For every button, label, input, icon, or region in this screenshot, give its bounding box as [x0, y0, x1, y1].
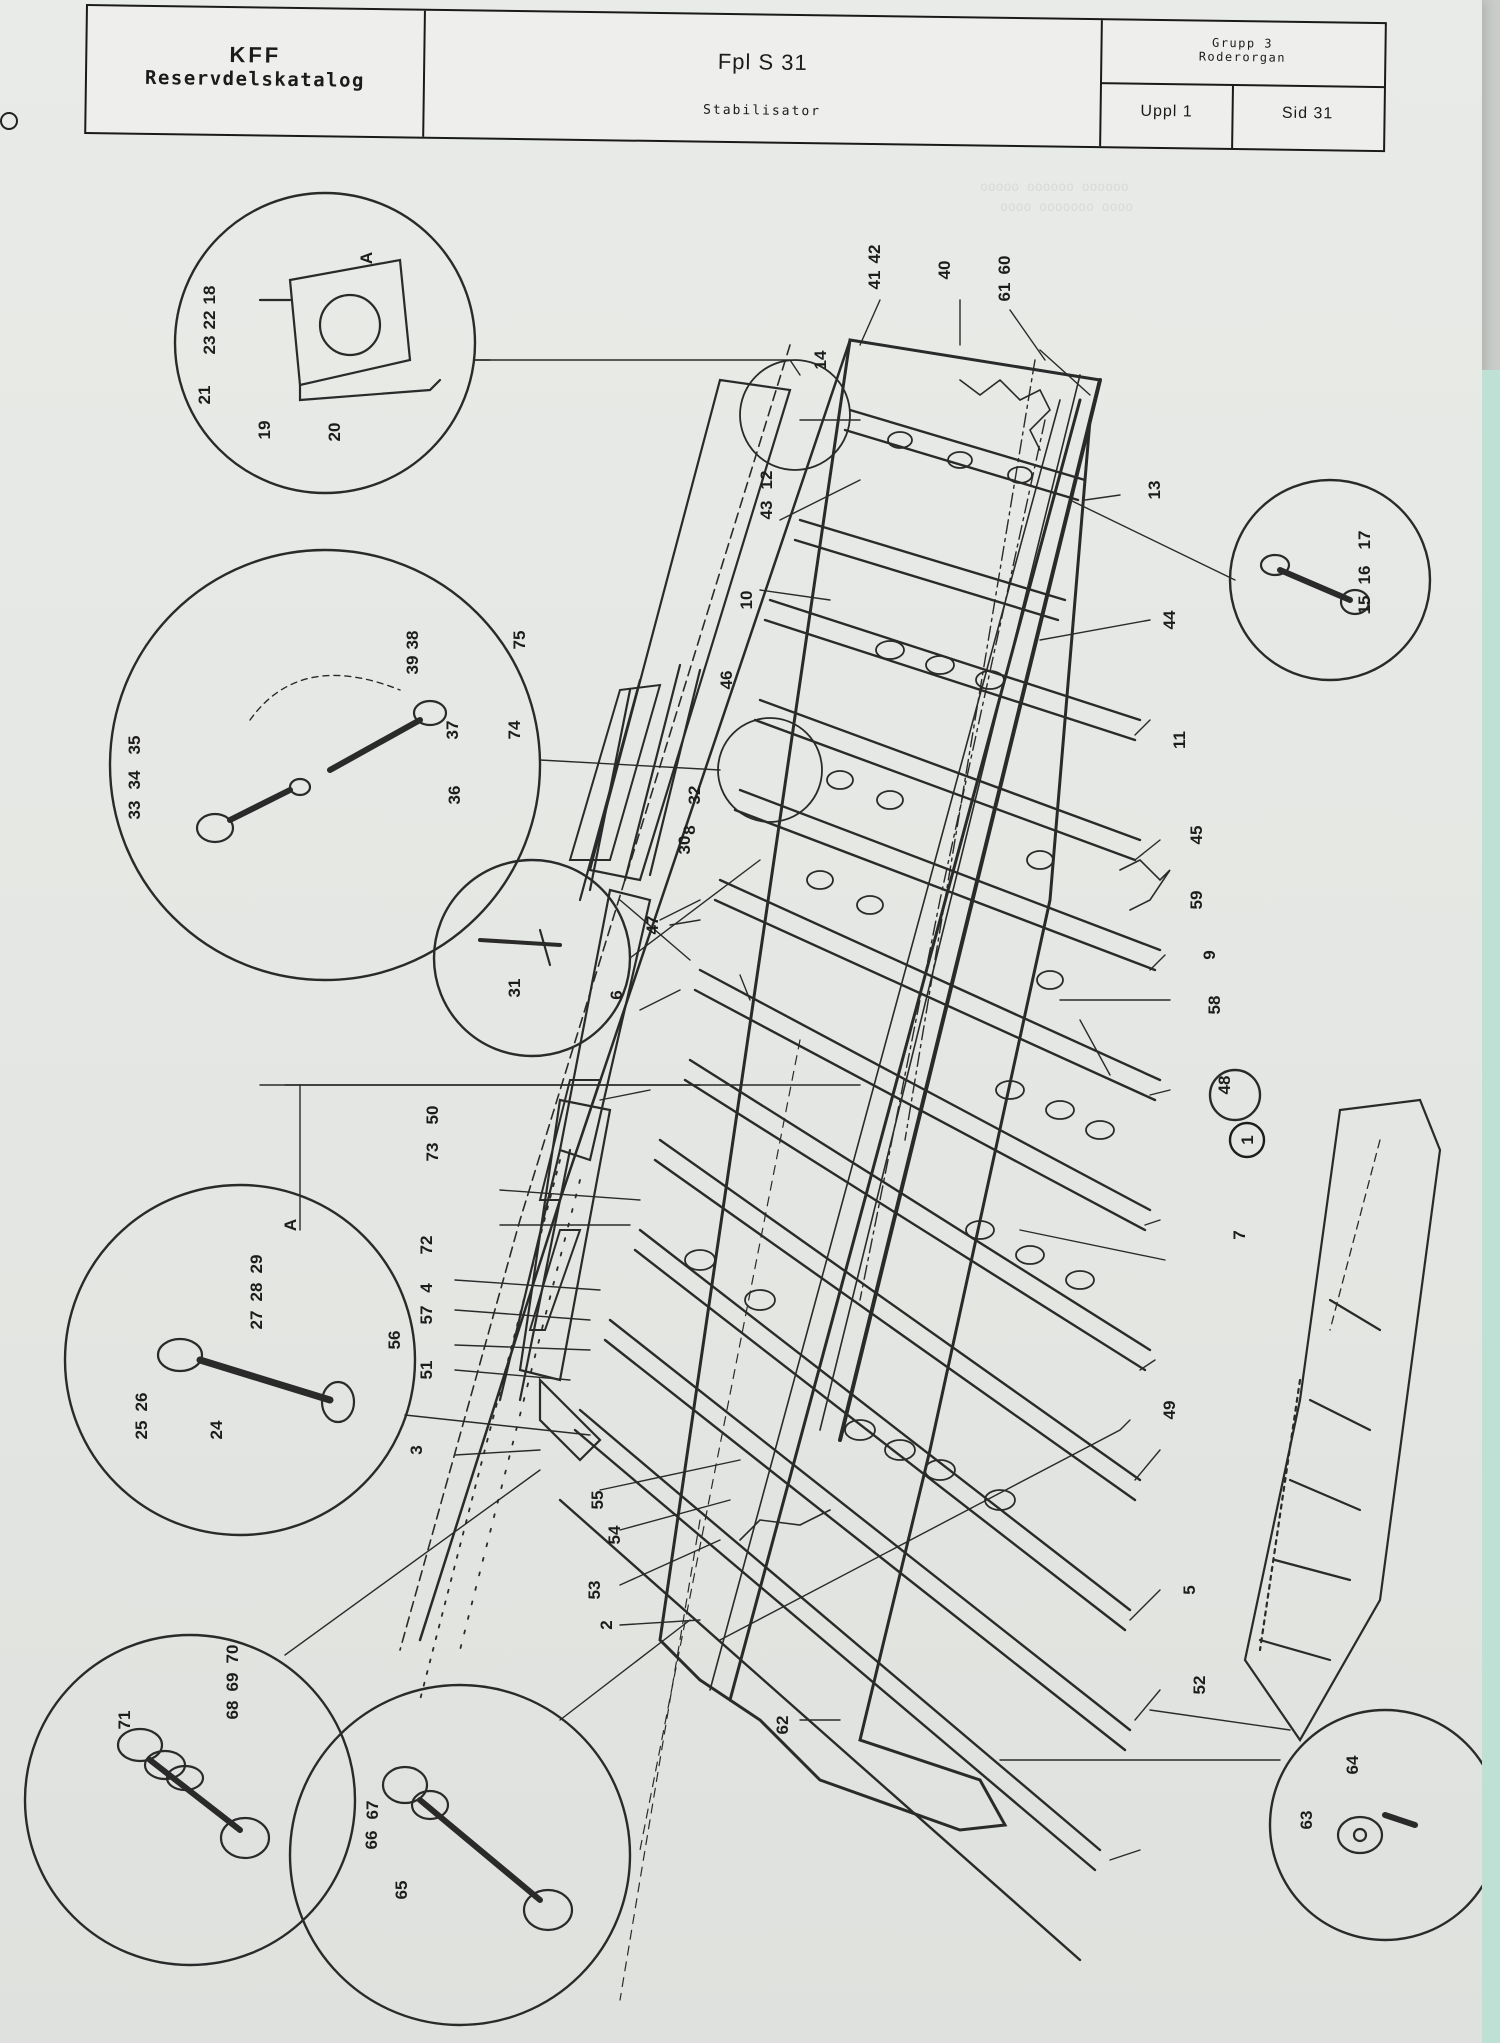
detail-marker-a: A — [357, 252, 376, 264]
part-label-52: 52 — [1190, 1676, 1209, 1695]
part-label-47: 47 — [643, 916, 662, 935]
part-label-5: 5 — [1180, 1585, 1199, 1594]
part-label-11: 11 — [1170, 731, 1189, 749]
part-label-67: 67 — [363, 1801, 382, 1820]
part-label-4: 4 — [417, 1283, 436, 1293]
part-label-23: 23 — [200, 336, 219, 355]
part-label-48: 48 — [1215, 1076, 1234, 1095]
part-label-26: 26 — [132, 1393, 151, 1412]
binder-hole-mark — [0, 112, 18, 130]
part-label-59: 59 — [1187, 891, 1206, 910]
part-label-74: 74 — [505, 720, 524, 739]
part-label-12: 12 — [757, 471, 776, 490]
part-label-54: 54 — [605, 1525, 624, 1544]
part-label-75: 75 — [510, 631, 529, 650]
part-label-49: 49 — [1160, 1401, 1179, 1420]
part-label-20: 20 — [325, 423, 344, 442]
part-label-69: 69 — [223, 1673, 242, 1692]
part-label-46: 46 — [717, 671, 736, 690]
part-label-32: 32 — [685, 786, 704, 805]
part-label-9: 9 — [1200, 950, 1219, 959]
part-label-45: 45 — [1187, 826, 1206, 845]
part-label-16: 16 — [1355, 566, 1374, 585]
part-label-33: 33 — [125, 801, 144, 820]
part-label-10: 10 — [737, 591, 756, 610]
part-label-64: 64 — [1343, 1755, 1362, 1774]
part-label-71: 71 — [115, 1711, 134, 1730]
detail-marker-a-ref: A — [281, 1219, 300, 1231]
part-label-50: 50 — [423, 1106, 442, 1125]
part-label-17: 17 — [1355, 531, 1374, 550]
part-label-7: 7 — [1230, 1230, 1249, 1239]
part-label-14: 14 — [811, 350, 830, 369]
part-label-42: 42 — [865, 245, 884, 264]
part-label-8: 8 — [680, 825, 699, 834]
part-label-44: 44 — [1160, 610, 1179, 629]
part-label-39: 39 — [403, 656, 422, 675]
section-marker-circle — [1228, 1121, 1266, 1159]
part-label-34: 34 — [125, 770, 144, 789]
part-label-66: 66 — [362, 1831, 381, 1850]
part-label-6: 6 — [607, 990, 626, 999]
part-label-3: 3 — [407, 1445, 426, 1454]
part-label-51: 51 — [417, 1361, 436, 1380]
part-label-61: 61 — [995, 283, 1014, 302]
part-label-38: 38 — [403, 631, 422, 650]
part-label-72: 72 — [417, 1236, 436, 1255]
part-label-65: 65 — [392, 1881, 411, 1900]
part-label-63: 63 — [1297, 1811, 1316, 1830]
part-label-57: 57 — [417, 1306, 436, 1325]
part-label-21: 21 — [195, 386, 214, 405]
part-label-2: 2 — [597, 1620, 616, 1629]
part-label-70: 70 — [223, 1645, 242, 1664]
background-edge — [1482, 370, 1500, 2043]
part-label-62: 62 — [773, 1716, 792, 1735]
part-label-40: 40 — [935, 261, 954, 280]
part-label-56: 56 — [385, 1331, 404, 1350]
part-label-24: 24 — [207, 1420, 226, 1439]
part-label-53: 53 — [585, 1581, 604, 1600]
part-label-30: 30 — [675, 836, 694, 855]
part-label-58: 58 — [1205, 996, 1224, 1015]
part-label-29: 29 — [247, 1255, 266, 1274]
part-label-13: 13 — [1145, 481, 1164, 500]
part-label-18: 18 — [200, 286, 219, 305]
part-label-37: 37 — [443, 721, 462, 740]
part-label-68: 68 — [223, 1701, 242, 1720]
part-label-73: 73 — [423, 1143, 442, 1162]
part-label-27: 27 — [247, 1311, 266, 1330]
part-label-60: 60 — [995, 256, 1014, 275]
part-label-36: 36 — [445, 786, 464, 805]
section-marker: 1 — [1238, 1135, 1257, 1144]
part-label-43: 43 — [757, 501, 776, 520]
part-label-28: 28 — [247, 1283, 266, 1302]
part-label-31: 31 — [505, 979, 524, 998]
part-label-15: 15 — [1355, 596, 1374, 615]
part-label-19: 19 — [255, 421, 274, 440]
part-label-22: 22 — [200, 311, 219, 330]
part-label-41: 41 — [865, 271, 884, 290]
part-label-25: 25 — [132, 1421, 151, 1440]
part-label-35: 35 — [125, 736, 144, 755]
part-label-55: 55 — [588, 1491, 607, 1510]
